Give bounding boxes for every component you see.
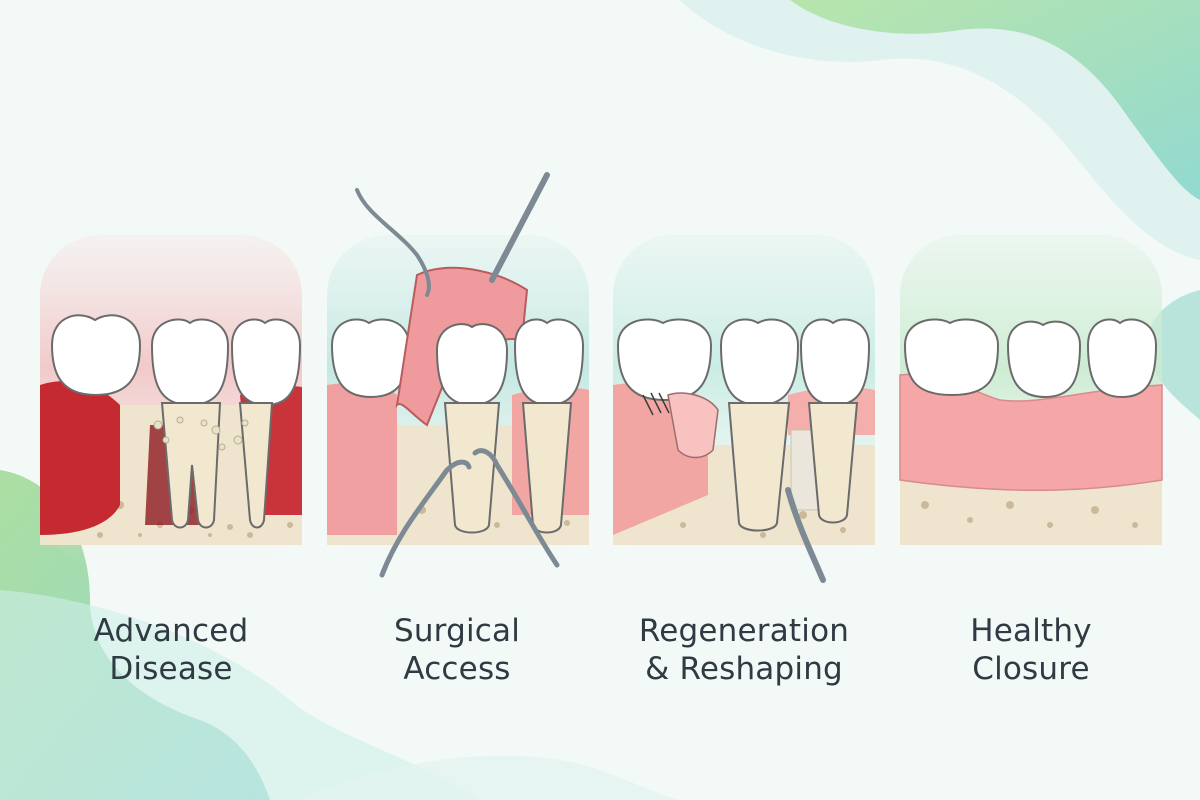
stage-label-line1: Healthy [970, 613, 1092, 649]
stage-label-advanced-disease: Advanced Disease [21, 612, 321, 688]
plaque-deposits [153, 416, 249, 451]
panel-surgical-access [327, 172, 589, 578]
tooth-2 [719, 318, 800, 532]
instrument-bottom-right [472, 448, 560, 568]
bottom-left-wash [0, 590, 480, 800]
tooth-1 [330, 318, 411, 399]
stage-label-line1: Surgical [393, 613, 521, 649]
bottom-center-wash [300, 755, 680, 800]
panel-regeneration-reshaping [613, 235, 875, 583]
tooth-3 [230, 318, 302, 529]
tooth-2 [150, 318, 230, 529]
sutured-flap [667, 392, 719, 459]
stage-label-line2: Closure [972, 651, 1090, 687]
stage-label-line2: Disease [109, 651, 233, 687]
stage-label-line2: Access [403, 651, 511, 687]
tooth-3 [513, 318, 585, 534]
regeneration-instrument [785, 487, 826, 583]
inflamed-gum [40, 381, 120, 535]
stage-label-line1: Advanced [93, 613, 249, 649]
stage-label-line2: & Reshaping [645, 651, 843, 687]
sutures [642, 392, 670, 416]
tooth-1 [616, 318, 713, 402]
instrument-top-right [489, 172, 550, 283]
tooth-1 [903, 318, 1000, 397]
stage-label-healthy-closure: Healthy Closure [881, 612, 1181, 688]
gum-left [327, 383, 397, 535]
stage-label-surgical-access: Surgical Access [307, 612, 607, 688]
stage-label-line1: Regeneration [638, 613, 850, 649]
panel-healthy-closure [899, 235, 1163, 565]
top-right-blob [680, 0, 1200, 260]
top-right-blob-main [790, 0, 1200, 200]
tooth-1 [50, 314, 142, 397]
tooth-3 [799, 318, 871, 524]
instrument-top-left [355, 188, 431, 297]
stage-label-regeneration-reshaping: Regeneration & Reshaping [594, 612, 894, 688]
panel-advanced-disease [40, 235, 302, 565]
tooth-2 [1006, 320, 1082, 399]
tooth-3 [1086, 318, 1158, 399]
bone-texture [921, 501, 1138, 528]
instrument-bottom-left [379, 459, 472, 578]
tooth-2 [435, 323, 509, 534]
dental-instruments [355, 172, 560, 578]
